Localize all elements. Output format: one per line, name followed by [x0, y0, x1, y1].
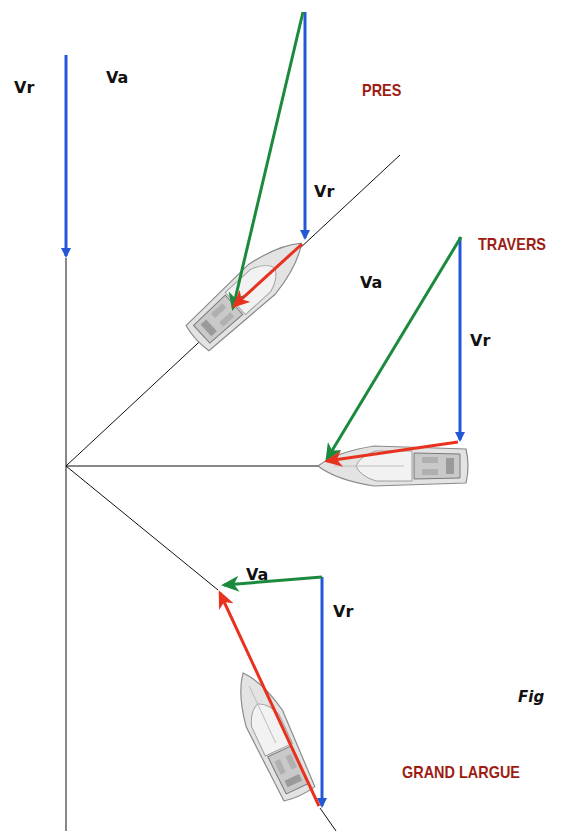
vector-label: Vr	[470, 333, 490, 349]
apparent-wind-arrow	[327, 237, 461, 459]
speed-wind-arrow	[234, 244, 302, 306]
figure-label: Fig	[518, 690, 544, 705]
point-of-sail-label: TRAVERS	[478, 236, 546, 253]
speed-wind-arrow	[327, 442, 458, 461]
speed-wind-arrow	[220, 593, 319, 806]
vector-label: Vr	[314, 184, 334, 200]
vector-label: Vr	[14, 80, 34, 96]
vector-label: Va	[106, 70, 128, 86]
boat-grand-largue	[225, 665, 318, 804]
vector-label: Va	[246, 567, 268, 583]
vector-label: Va	[360, 275, 382, 291]
true-wind-arrow	[321, 577, 324, 806]
course-lines	[66, 155, 400, 831]
apparent-wind-arrow	[224, 577, 322, 585]
true-wind-arrow	[65, 55, 68, 256]
true-wind-arrow	[459, 237, 462, 440]
point-of-sail-label: GRAND LARGUE	[402, 764, 520, 781]
true-wind-arrow	[304, 12, 307, 238]
point-of-sail-label: PRES	[362, 82, 401, 99]
vector-label: Vr	[333, 604, 353, 620]
apparent-wind-arrow	[233, 12, 303, 308]
